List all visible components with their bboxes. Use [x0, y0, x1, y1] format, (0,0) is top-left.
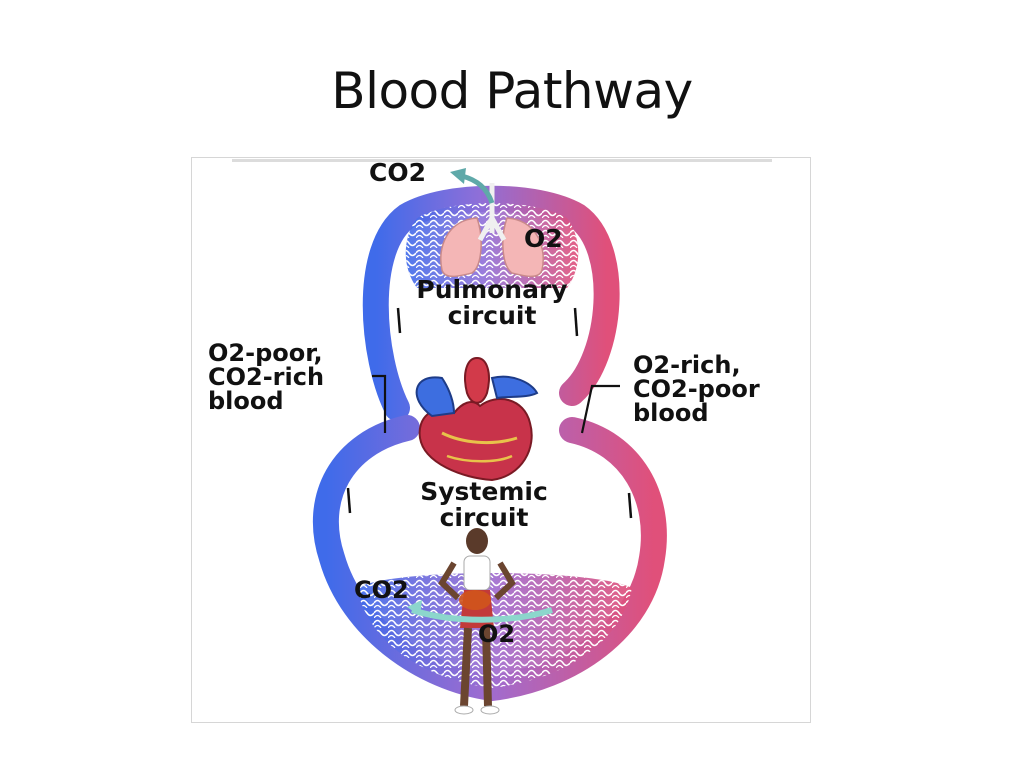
flow-arrows: [346, 307, 633, 519]
circulation-svg: CO2 O2 Pulmonary circuit O2-poor, CO2-ri…: [208, 158, 772, 715]
copyright-strip: [232, 159, 772, 162]
left-label-line3: blood: [208, 387, 284, 415]
right-label-line1: O2-rich,: [633, 351, 741, 379]
o2-bottom-label: O2: [478, 620, 515, 648]
circuit-label-bottom: circuit: [440, 503, 529, 532]
systemic-label: Systemic: [420, 477, 548, 506]
circulation-diagram: CO2 O2 Pulmonary circuit O2-poor, CO2-ri…: [191, 157, 811, 723]
right-label-line2: CO2-poor: [633, 375, 760, 403]
person-illustration: [438, 528, 516, 715]
systemic-loop: [312, 415, 667, 702]
left-label-line1: O2-poor,: [208, 339, 323, 367]
pulmonary-label: Pulmonary: [416, 275, 567, 304]
co2-bottom-label: CO2: [354, 576, 409, 604]
gas-exchange-arrow: [407, 600, 553, 623]
co2-exhale-arrow: [450, 168, 495, 204]
co2-top-label: CO2: [369, 158, 426, 187]
o2-top-label: O2: [524, 224, 563, 253]
circuit-label-top: circuit: [448, 301, 537, 330]
lungs-illustration: [440, 183, 544, 278]
right-label-line3: blood: [633, 399, 709, 427]
slide-title: Blood Pathway: [331, 62, 693, 120]
leader-lines: [372, 374, 620, 434]
heart-illustration: [415, 356, 539, 482]
left-label-line2: CO2-rich: [208, 363, 324, 391]
